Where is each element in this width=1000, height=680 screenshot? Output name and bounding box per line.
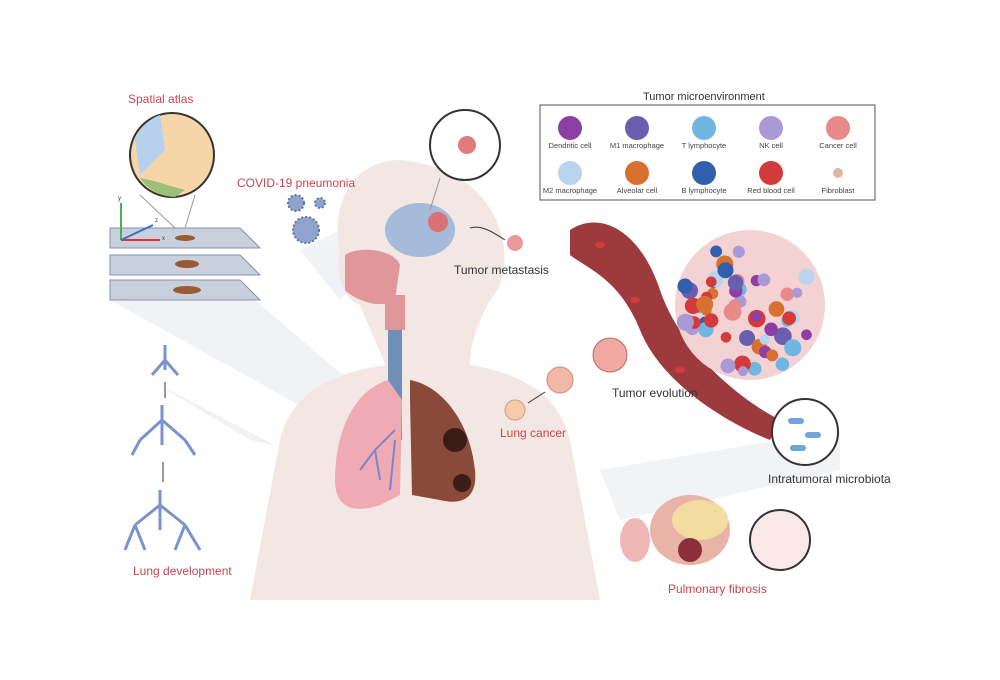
axis-x-label: x: [162, 236, 165, 242]
legend-item-label: NK cell: [759, 141, 783, 150]
tumor-cell: [747, 361, 762, 376]
tumor-cell: [704, 313, 719, 328]
label-lung-development: Lung development: [133, 564, 232, 578]
legend-cell-icon: [625, 116, 649, 140]
tumor-cell: [759, 334, 770, 345]
label-pulmonary-fibrosis: Pulmonary fibrosis: [668, 582, 767, 596]
tumor-cells-cluster: [676, 245, 815, 377]
legend-item-label: M1 macrophage: [609, 141, 665, 150]
legend-cell-icon: [833, 168, 843, 178]
tumor-cell: [710, 245, 723, 258]
legend-item-label: M2 macrophage: [542, 186, 598, 195]
bacteria-icons: [788, 418, 821, 451]
legend-item-label: Dendritic cell: [548, 141, 592, 150]
legend-cell-icon: [558, 161, 582, 185]
legend-cell-icon: [625, 161, 649, 185]
tumor-cell: [696, 295, 714, 313]
tumor-cell: [717, 262, 734, 279]
tumor-cell: [676, 313, 694, 331]
label-intratumoral-microbiota: Intratumoral microbiota: [768, 472, 891, 486]
blood-vessel: [570, 222, 780, 440]
tumor-cell: [775, 357, 790, 372]
tumor-cell: [751, 311, 762, 322]
zoom-line: [429, 177, 441, 211]
tumor-cell: [705, 276, 717, 288]
tumor-evolution-cells: [504, 235, 628, 421]
tumor-cell: [757, 273, 771, 287]
legend-cell-icon: [826, 116, 850, 140]
legend-cell-icon: [558, 116, 582, 140]
bronchial-tree: [359, 429, 396, 491]
lung-development-trees: [123, 345, 202, 551]
legend-cell-icon: [692, 161, 716, 185]
tumor-cell: [723, 302, 742, 321]
tumor-mass: [443, 428, 467, 452]
cancer-lung: [410, 380, 476, 502]
label-lung-cancer: Lung cancer: [500, 426, 567, 440]
tumor-cell: [766, 349, 779, 362]
cell-cluster-green: [140, 178, 185, 197]
legend-icons: [558, 116, 850, 185]
fibrosis-zoom-circle: [749, 509, 811, 571]
zoom-line: [139, 194, 176, 229]
legend-item-label: Red blood cell: [747, 186, 795, 195]
tumor-cell: [798, 269, 815, 286]
tissue-slides: [109, 227, 262, 301]
process-arrows: [469, 226, 546, 404]
axis-z-label: z: [155, 218, 158, 224]
legend-item-label: T lymphocyte: [681, 141, 727, 150]
tumor-cell: [792, 287, 803, 298]
tumor-cell: [801, 329, 812, 341]
legend-item-label: Fibroblast: [821, 186, 855, 195]
red-blood-cells: [595, 242, 685, 373]
virus-icons: [287, 194, 326, 244]
legend-cell-icon: [692, 116, 716, 140]
tumor-cell: [727, 274, 744, 291]
tumor-cell: [784, 339, 802, 357]
label-tumor-metastasis: Tumor metastasis: [454, 263, 549, 277]
healthy-lung: [335, 380, 402, 509]
pharynx: [385, 295, 405, 330]
legend-item-label: Cancer cell: [819, 141, 857, 150]
metastatic-cell: [458, 136, 476, 154]
tumor-cell: [720, 358, 736, 374]
brain-icon: [385, 203, 455, 257]
legend-item-label: B lymphocyte: [681, 186, 727, 195]
tumor-cell: [780, 287, 794, 301]
tumor-cell: [732, 245, 745, 258]
airway-upper: [345, 249, 400, 305]
cell-cluster-blue: [135, 115, 165, 175]
tumor-cell: [677, 278, 693, 294]
legend-title: Tumor microenvironment: [643, 91, 765, 103]
tumor-cell: [739, 329, 756, 346]
legend-cell-icon: [759, 116, 783, 140]
tumor-cell: [720, 331, 732, 343]
axis-z-arrow: [120, 224, 154, 241]
legend-cell-icon: [759, 161, 783, 185]
development-arrows: [162, 382, 166, 482]
axis-y-label: y: [118, 196, 121, 202]
tumor-cell: [764, 322, 778, 337]
zoom-line: [184, 194, 196, 229]
label-spatial-atlas: Spatial atlas: [128, 92, 194, 106]
label-covid-pneumonia: COVID-19 pneumonia: [237, 176, 356, 190]
alveoli-icon: [620, 495, 730, 565]
tumor-cell: [782, 311, 797, 326]
tumor-mass: [453, 474, 471, 492]
tumor-cell: [768, 301, 785, 317]
legend-item-label: Alveolar cell: [616, 186, 658, 195]
tumor-cell: [774, 327, 792, 346]
tumor-cell: [737, 366, 749, 377]
microbiota-zoom-circle: [771, 398, 839, 466]
label-tumor-evolution: Tumor evolution: [612, 386, 698, 400]
